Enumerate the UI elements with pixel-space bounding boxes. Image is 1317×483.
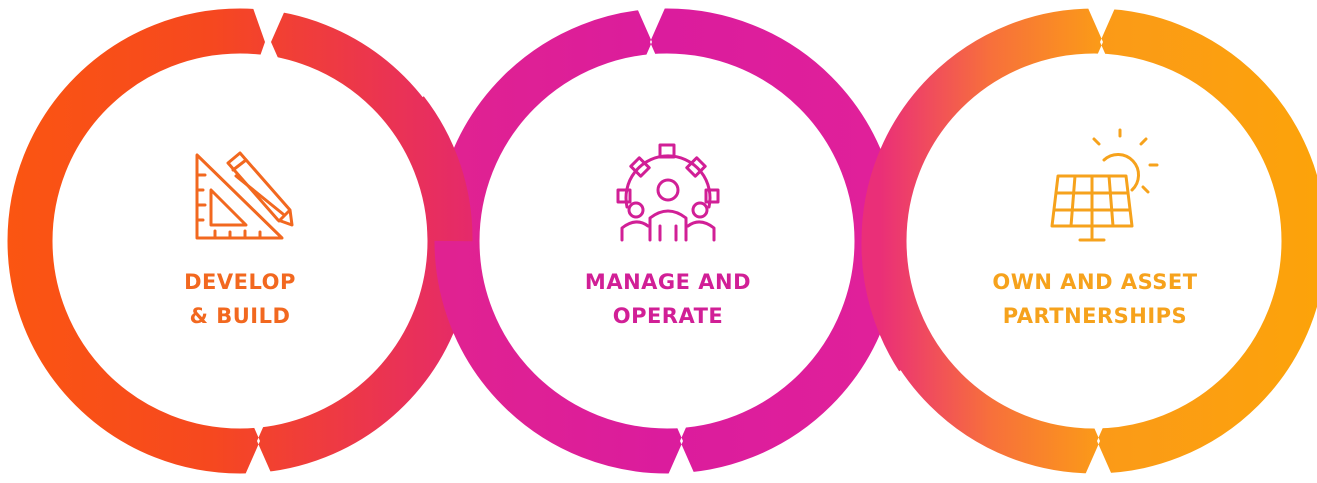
arrow-notch-top xyxy=(253,8,286,76)
arrow-notch-bottom xyxy=(245,407,272,475)
stage-label-own: OWN AND ASSET PARTNERSHIPS xyxy=(945,265,1245,333)
stage-label-line2: OPERATE xyxy=(612,304,724,328)
stage-label-line2: PARTNERSHIPS xyxy=(1002,304,1188,328)
gear-team-icon xyxy=(616,143,720,242)
stage-label-manage: MANAGE AND OPERATE xyxy=(518,265,818,333)
stage-label-line1: MANAGE AND xyxy=(584,270,752,294)
stage-label-line1: OWN AND ASSET xyxy=(992,270,1198,294)
ring-manage xyxy=(434,8,900,475)
arrow-notch-bottom xyxy=(668,407,695,475)
ring-own-overlap xyxy=(861,240,938,372)
arrow-notch-top xyxy=(1088,8,1115,76)
stage-label-develop: DEVELOP & BUILD xyxy=(90,265,390,333)
arrow-notch-top xyxy=(637,8,665,76)
arrow-notch-bottom xyxy=(1085,407,1112,475)
ruler-pencil-icon xyxy=(195,151,294,240)
solar-panel-sun-icon xyxy=(1050,128,1159,242)
stage-label-line1: DEVELOP xyxy=(184,270,296,294)
ring-develop-overlap xyxy=(387,96,473,242)
ring-develop xyxy=(7,8,473,475)
stage-label-line2: & BUILD xyxy=(189,304,291,328)
